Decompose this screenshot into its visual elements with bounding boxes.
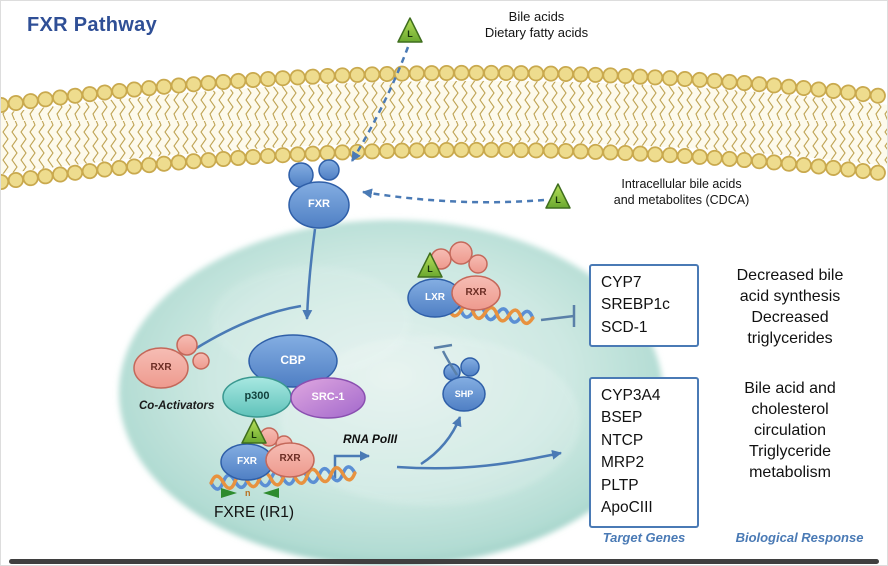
ligand-triangles [241,17,571,444]
ligand-symbol-extracellular: L [407,29,413,39]
fxre-ir1-label: FXRE (IR1) [213,504,295,521]
fxr-rxr-dna-complex [220,427,315,481]
lxr-inhibition-line [540,314,575,322]
fxr-membrane-label: FXR [308,198,330,210]
rxr-recruitment-line [194,304,302,351]
extracellular-ligand-label: Bile acids Dietary fatty acids [449,9,624,42]
response-line: metabolism [749,464,831,482]
dietary-fatty-acids-line: Dietary fatty acids [484,25,589,41]
bile-acids-line: Bile acids [508,9,565,24]
shp-protein [442,357,486,412]
gene-item: MRP2 [601,454,645,472]
src1-label: SRC-1 [311,391,345,403]
rxr-left-label: RXR [150,362,172,373]
ir1-repeat-arrows [221,488,279,498]
cdca-note: Intracellular bile acids and metabolites… [613,177,750,207]
rna-polii-label: RNA PolII [343,432,398,446]
shp-label: SHP [454,389,474,399]
p300-label: p300 [244,390,270,402]
gene-item: BSEP [601,409,643,427]
response-line: triglycerides [747,330,833,348]
response-line: Decreased [751,309,829,327]
ligand-icon-lxr [417,252,443,278]
response-line: acid synthesis [739,288,841,306]
target-genes-footer-label: Target Genes [602,530,686,545]
gene-item: CYP7 [601,274,642,291]
extracellular-signal-arrow [350,46,410,162]
shp-lxr-inhibition-bar [433,343,453,350]
gene-item: SCD-1 [601,318,648,336]
lxr-label: LXR [425,292,445,303]
shp-induction-arrow [420,416,462,466]
inhibition-lines [433,305,576,376]
ligand-symbol-lxr: L [427,264,433,274]
page-title: FXR Pathway [27,14,157,36]
response-line: circulation [753,422,827,440]
response-line: cholesterol [751,401,829,419]
rxr-lxr-blob [451,275,501,311]
transcription-start-arrow [333,451,370,478]
biological-response-2: Bile acid and cholesterol circulation Tr… [701,378,879,484]
fxr-dna-label: FXR [237,456,257,467]
lxr-rxr-complex [407,241,501,318]
target-genes-box-2: CYP3A4 BSEP NTCP MRP2 PLTP ApoCIII [589,377,699,528]
gene-item: PLTP [601,476,639,494]
plasma-membrane-lipid-bilayer [1,64,887,190]
response-line: Triglyceride [748,443,832,461]
gene-item: NTCP [601,431,644,449]
src1-blob [290,377,366,419]
rxr-dna-blob [265,442,315,478]
rxr-dna-label: RXR [279,453,301,464]
target-genes-box-1: CYP7 SREBP1c SCD-1 [589,264,699,348]
biological-response-footer-label: Biological Response [735,530,864,545]
coactivators-label: Co-Activators [139,400,215,412]
response-line: Bile acid and [744,380,836,397]
slide-bottom-shadow [9,559,879,564]
target-gene-arrow [396,449,562,470]
rxr-receptor-left [133,334,210,389]
cbp-label: CBP [280,353,306,367]
fxr-receptor-membrane [288,159,350,229]
cbp-blob [248,334,338,388]
signal-arrows [194,46,562,478]
ligand-icon-extracellular [397,17,423,43]
gene-item: SREBP1c [601,296,670,314]
rxr-lxr-label: RXR [465,287,487,298]
repeat-n-label: n [245,488,251,498]
ligand-icon-fxr [241,418,267,444]
cdca-signal-arrow [362,188,545,204]
gene-item: ApoCIII [601,499,653,517]
response-line: Decreased bile [736,267,844,284]
biological-response-1: Decreased bile acid synthesis Decreased … [701,265,879,349]
gene-item: CYP3A4 [601,387,661,404]
shp-lxr-inhibition-line [441,350,459,376]
fxre-dna-helix [209,465,357,491]
coactivator-complex [222,334,366,419]
ligand-symbol-cdca: L [555,195,561,205]
ligand-icon-cdca [545,183,571,209]
fxr-translocation-arrow [302,228,317,320]
ligand-symbol-fxr: L [251,430,257,440]
